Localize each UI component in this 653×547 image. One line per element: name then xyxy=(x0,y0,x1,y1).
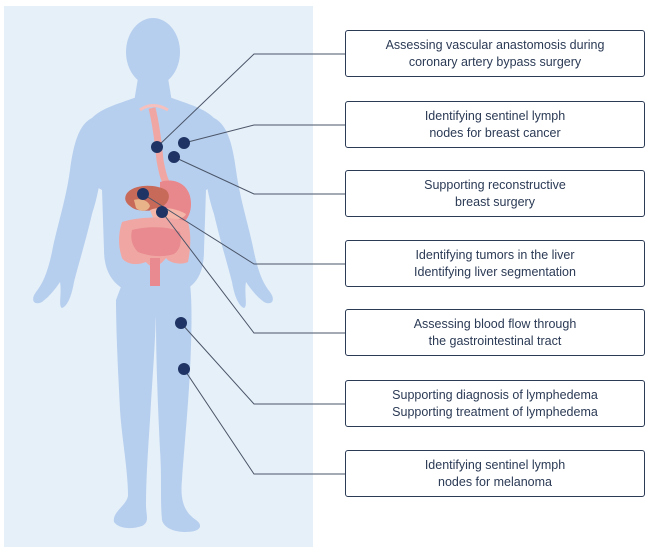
application-box-breast-lymph: Identifying sentinel lymph nodes for bre… xyxy=(345,101,645,148)
application-box-breast-surgery: Supporting reconstructive breast surgery xyxy=(345,170,645,217)
right-leg xyxy=(153,284,201,532)
connector-line xyxy=(183,124,345,144)
marker-breast xyxy=(168,151,180,163)
head xyxy=(126,18,180,86)
connector-line xyxy=(161,211,345,334)
application-text: Assessing vascular anastomosis during xyxy=(385,37,605,52)
trachea-branch xyxy=(139,104,169,112)
connector-line xyxy=(183,368,345,475)
application-text: Assessing blood flow through xyxy=(413,316,577,331)
connector-line xyxy=(173,156,345,195)
connector-line xyxy=(180,322,345,405)
connector-lines xyxy=(142,53,345,475)
application-text: Identifying liver segmentation xyxy=(414,264,576,279)
application-text: Supporting reconstructive xyxy=(424,177,566,192)
markers xyxy=(137,137,190,375)
application-text: Identifying sentinel lymph xyxy=(424,108,566,123)
rectum xyxy=(150,258,160,286)
connector-line xyxy=(156,53,345,148)
small-intestine xyxy=(131,227,181,257)
esophagus xyxy=(148,107,171,188)
left-leg xyxy=(113,284,156,529)
marker-breast-lymph xyxy=(178,137,190,149)
left-arm xyxy=(33,118,102,308)
application-box-coronary: Assessing vascular anastomosis during co… xyxy=(345,30,645,77)
marker-melanoma xyxy=(178,363,190,375)
marker-lymphedema xyxy=(175,317,187,329)
marker-heart xyxy=(151,141,163,153)
application-text: breast surgery xyxy=(455,194,535,209)
application-text: Supporting diagnosis of lymphedema xyxy=(392,387,598,402)
right-arm xyxy=(204,118,273,308)
application-text: Supporting treatment of lymphedema xyxy=(392,404,598,419)
application-box-melanoma: Identifying sentinel lymph nodes for mel… xyxy=(345,450,645,497)
gallbladder xyxy=(134,199,150,211)
marker-liver xyxy=(137,188,149,200)
application-box-lymphedema: Supporting diagnosis of lymphedema Suppo… xyxy=(345,380,645,427)
application-text: nodes for melanoma xyxy=(438,474,552,489)
application-text: Identifying tumors in the liver xyxy=(415,247,575,262)
application-text: nodes for breast cancer xyxy=(429,125,561,140)
neck xyxy=(134,78,172,102)
application-box-gi-tract: Assessing blood flow through the gastroi… xyxy=(345,309,645,356)
application-text: the gastrointestinal tract xyxy=(428,333,562,348)
application-text: Identifying sentinel lymph xyxy=(424,457,566,472)
application-text: coronary artery bypass surgery xyxy=(408,54,582,69)
connector-line xyxy=(142,193,345,265)
application-box-liver: Identifying tumors in the liver Identify… xyxy=(345,240,645,287)
marker-gi-tract xyxy=(156,206,168,218)
